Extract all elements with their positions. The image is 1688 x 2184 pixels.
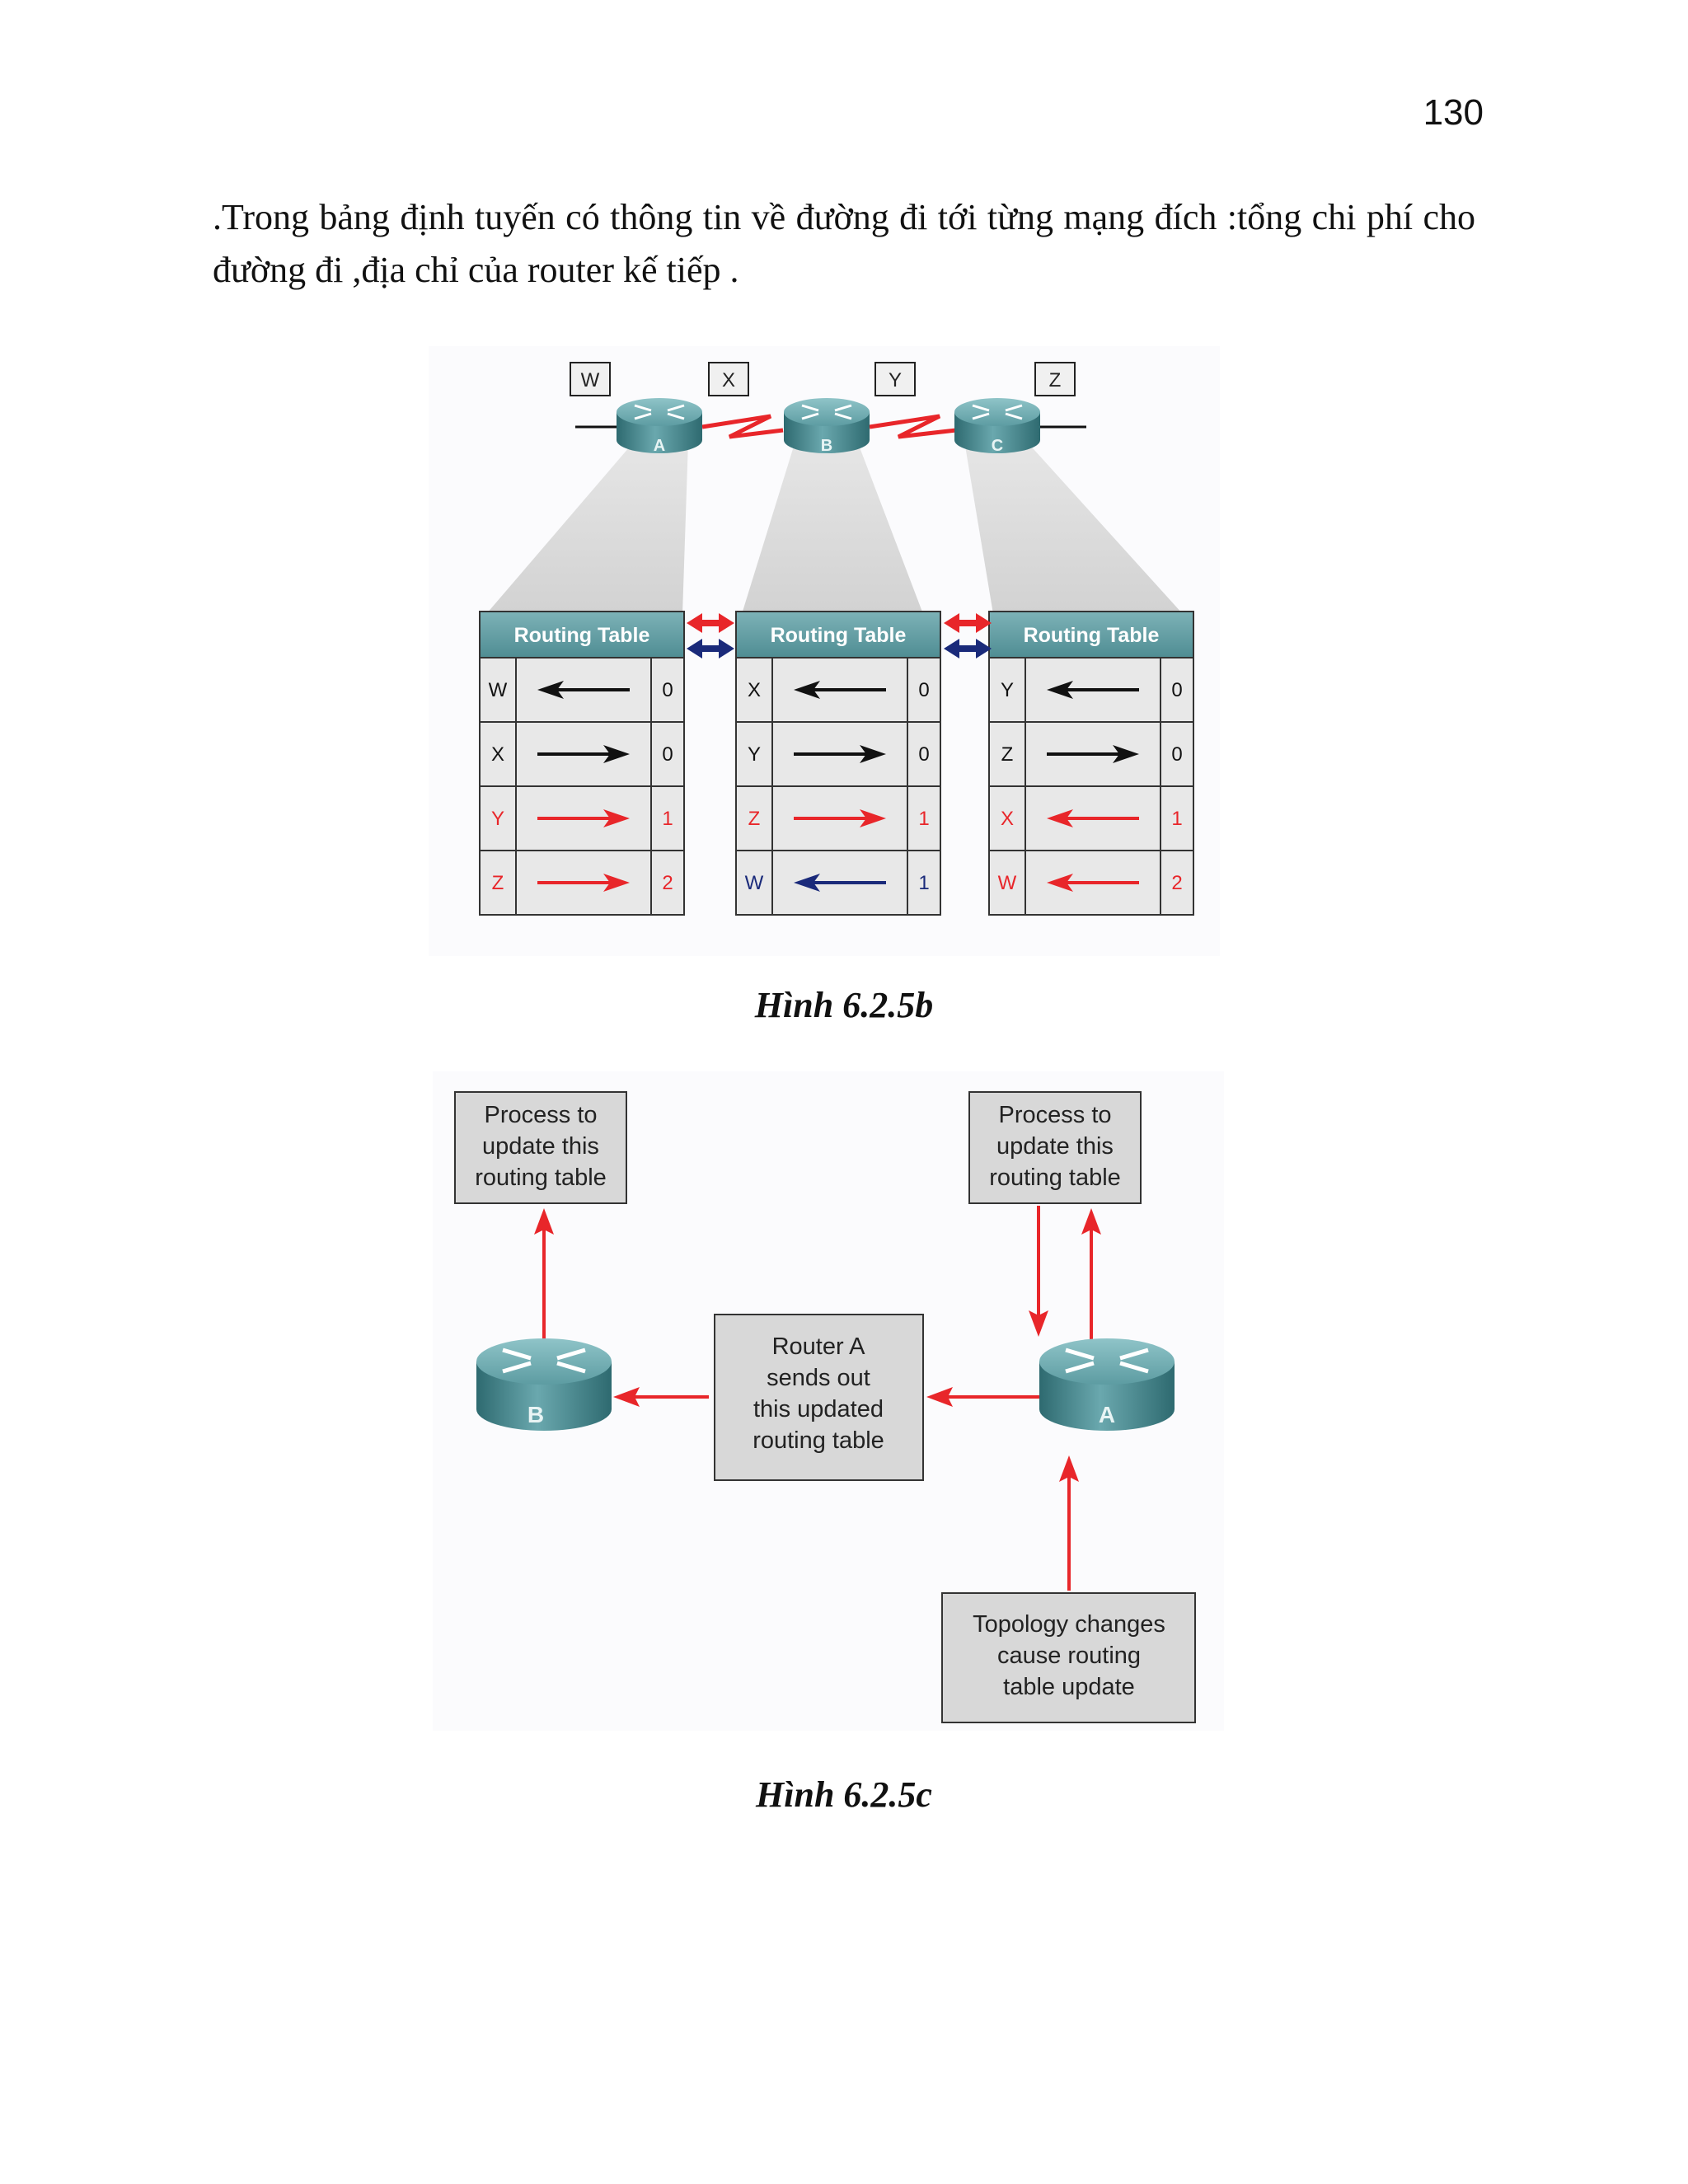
network-label-y: Y [874, 362, 916, 396]
router-b-icon: B [784, 398, 870, 455]
routing-table-header: Routing Table [771, 624, 907, 647]
arrow-right-icon [1047, 745, 1139, 763]
dest-network: Z [1001, 743, 1014, 766]
body-paragraph: .Trong bảng định tuyến có thông tin về đ… [213, 197, 1475, 290]
hop-cost: 1 [1171, 808, 1182, 830]
beam-a [486, 441, 688, 614]
hop-cost: 0 [1171, 743, 1182, 766]
svg-text:Z: Z [1049, 369, 1062, 391]
arrow-right-icon [537, 874, 630, 892]
svg-text:B: B [528, 1402, 544, 1427]
dest-network: Y [1001, 679, 1014, 701]
dest-network: X [491, 743, 504, 766]
network-label-z: Z [1034, 362, 1076, 396]
caption-figure-b: Hình 6.2.5b [754, 985, 934, 1025]
hop-cost: 0 [918, 679, 929, 701]
arrow-right-icon [537, 809, 630, 827]
arrow-left-icon [1047, 874, 1139, 892]
dest-network: X [1001, 808, 1014, 830]
exchange-arrows-ab [687, 613, 734, 658]
router-a-large-icon: A [1039, 1338, 1175, 1431]
hop-cost: 1 [918, 872, 929, 894]
arrows-figure-c [534, 1206, 1101, 1591]
dest-network: Z [748, 808, 761, 830]
router-b-large-icon: B [476, 1338, 612, 1431]
page-number: 130 [1423, 92, 1484, 133]
serial-link-ab [701, 414, 784, 439]
svg-text:A: A [654, 437, 665, 455]
hop-cost: 0 [662, 743, 673, 766]
hop-cost: 0 [662, 679, 673, 701]
arrow-right-icon [794, 809, 886, 827]
dest-network: Y [491, 808, 504, 830]
hop-cost: 1 [918, 808, 929, 830]
routing-table-header: Routing Table [514, 624, 650, 647]
beam-b [742, 441, 923, 614]
serial-link-bc [869, 414, 957, 439]
dest-network: Y [748, 743, 761, 766]
network-label-x: X [708, 362, 749, 396]
svg-text:W: W [581, 369, 600, 391]
hop-cost: 2 [662, 872, 673, 894]
dest-network: W [489, 679, 508, 701]
svg-text:X: X [722, 369, 735, 391]
arrow-left-icon [794, 874, 886, 892]
svg-text:C: C [992, 437, 1003, 455]
network-label-w: W [570, 362, 611, 396]
hop-cost: 0 [918, 743, 929, 766]
beam-c [964, 441, 1183, 614]
arrow-right-icon [537, 745, 630, 763]
dest-network: X [748, 679, 761, 701]
svg-text:Y: Y [889, 369, 902, 391]
router-c-icon: C [954, 398, 1040, 455]
routing-table-header: Routing Table [1024, 624, 1160, 647]
dest-network: W [745, 872, 764, 894]
exchange-arrows-bc [944, 613, 992, 658]
hop-cost: 0 [1171, 679, 1182, 701]
router-a-icon: A [617, 398, 702, 455]
arrow-left-icon [537, 681, 630, 699]
arrow-left-icon [1047, 681, 1139, 699]
caption-figure-c: Hình 6.2.5c [756, 1774, 932, 1815]
arrow-left-icon [1047, 809, 1139, 827]
svg-text:A: A [1099, 1402, 1115, 1427]
dest-network: Z [492, 872, 504, 894]
svg-text:B: B [821, 437, 832, 455]
hop-cost: 1 [662, 808, 673, 830]
hop-cost: 2 [1171, 872, 1182, 894]
arrow-right-icon [794, 745, 886, 763]
arrow-left-icon [794, 681, 886, 699]
dest-network: W [998, 872, 1017, 894]
